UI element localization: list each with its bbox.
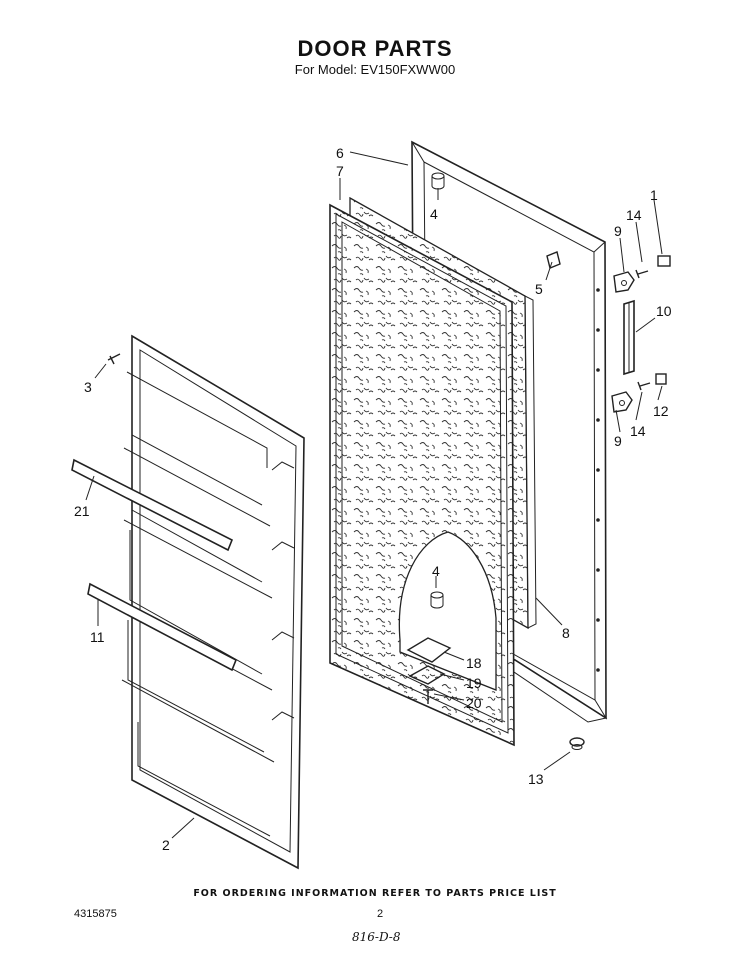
lock-bracket-18 [406, 637, 452, 663]
shelf-bar-11 [87, 582, 238, 672]
handle-10 [623, 299, 635, 376]
callout-14-bottom: 14 [630, 423, 646, 439]
foot-pad-4-bottom [430, 591, 444, 609]
callout-18: 18 [466, 655, 482, 671]
door-stop-5 [546, 251, 561, 269]
callout-2: 2 [162, 837, 170, 853]
page-title: DOOR PARTS [297, 36, 453, 61]
callout-21: 21 [74, 503, 90, 519]
cap-1 [657, 255, 671, 267]
hinge-bracket-9-top [613, 271, 635, 293]
callout-8: 8 [562, 625, 570, 641]
shelf-bar-21 [71, 458, 234, 552]
door-gasket [329, 203, 515, 747]
handwritten-note: 816-D-8 [352, 930, 401, 944]
callout-9-bottom: 9 [614, 433, 622, 449]
cap-12 [655, 373, 667, 385]
callout-9-top: 9 [614, 223, 622, 239]
screw-3 [107, 353, 121, 365]
hinge-bracket-9-bottom [611, 391, 633, 413]
screw-14-top [635, 269, 649, 279]
callout-5: 5 [535, 281, 543, 297]
callout-10: 10 [656, 303, 672, 319]
callout-4-bottom: 4 [432, 563, 440, 579]
callout-4-top: 4 [430, 206, 438, 222]
callout-20: 20 [466, 695, 482, 711]
screw-20 [423, 689, 433, 704]
leader-lines [85, 151, 663, 839]
shell-screw-holes [596, 288, 600, 672]
callout-7: 7 [336, 163, 344, 179]
ordering-note: FOR ORDERING INFORMATION REFER TO PARTS … [193, 888, 557, 899]
callout-1: 1 [650, 187, 658, 203]
callout-19: 19 [466, 675, 482, 691]
callout-12: 12 [653, 403, 669, 419]
model-subtitle: For Model: EV150FXWW00 [294, 62, 456, 77]
leveler-13 [569, 737, 585, 750]
callout-14-top: 14 [626, 207, 642, 223]
screw-14-bottom [637, 381, 651, 391]
callout-11: 11 [90, 629, 105, 645]
lock-bracket-19 [408, 665, 446, 685]
callout-13: 13 [528, 771, 544, 787]
page-number: 2 [377, 908, 384, 920]
document-number: 4315875 [74, 908, 117, 920]
callout-6: 6 [336, 145, 344, 161]
callout-3: 3 [84, 379, 92, 395]
inner-door-liner [121, 334, 305, 870]
